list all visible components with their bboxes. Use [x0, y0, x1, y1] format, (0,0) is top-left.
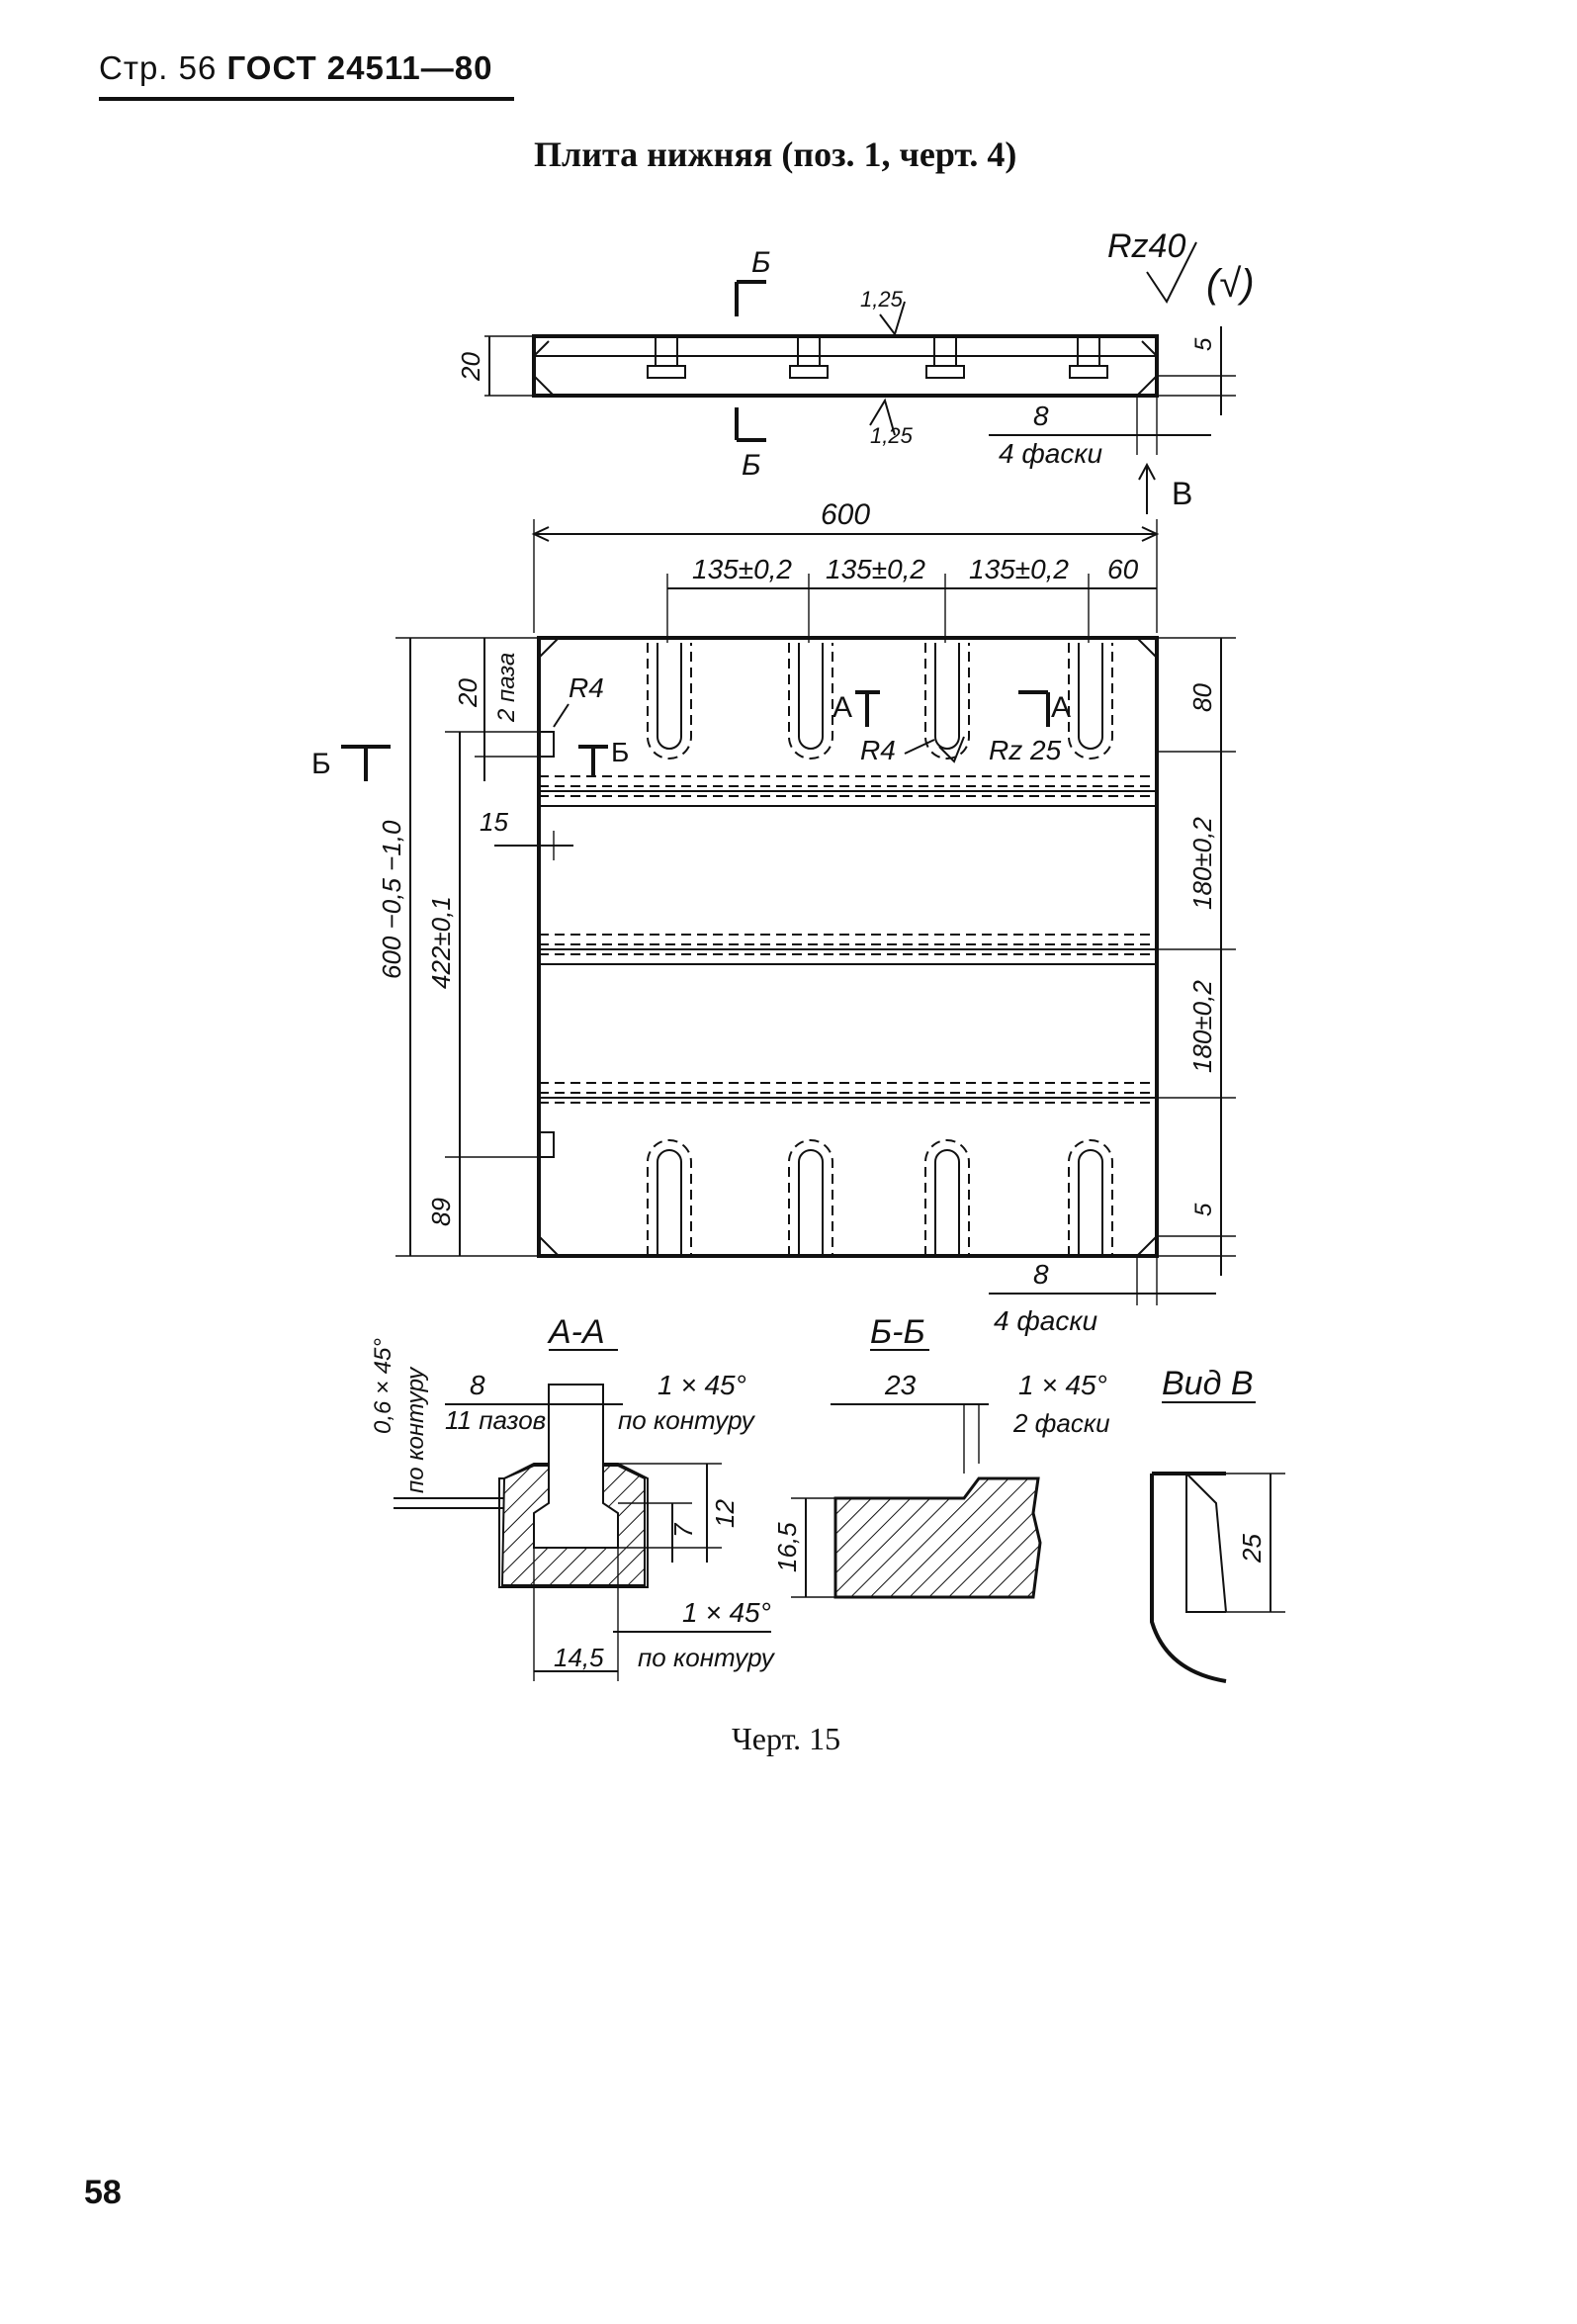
slot-pitch-1: 135±0,2 [692, 554, 792, 584]
section-aa-depth-outer: 12 [710, 1499, 740, 1528]
right-dim-bottom: 5 [1190, 1203, 1217, 1216]
slot-pitch-3: 135±0,2 [969, 554, 1069, 584]
view-b-height: 25 [1237, 1534, 1267, 1564]
view-mark-b: В [1172, 476, 1192, 511]
surface-roughness-top: 1,25 [860, 287, 904, 312]
section-aa-chamfer-left: 0,6 × 45° [370, 1338, 396, 1434]
section-aa: А-А 0,6 × 45° по контуру 8 11 пазов 1 × … [370, 1313, 776, 1681]
top-view: Б Б 1,25 1,25 20 5 8 4 фаски В [456, 246, 1236, 514]
roughness-main-text: Rz40 [1107, 227, 1185, 265]
top-chamfer-height-dim: 5 [1190, 337, 1217, 351]
page-label: Стр. 56 [99, 49, 218, 86]
section-bb-chamfer-note: 2 фаски [1012, 1408, 1110, 1438]
section-aa-slot-note: 11 пазов [445, 1405, 546, 1435]
top-view-outline [532, 334, 1159, 398]
standard-number: ГОСТ 24511—80 [226, 49, 493, 86]
section-bb: Б-Б 23 1 × 45° 2 фаски 16,5 [772, 1313, 1110, 1599]
section-bb-label: Б-Б [870, 1313, 925, 1351]
top-view-height-dim: 20 [456, 352, 485, 382]
section-aa-bottom-width: 14,5 [554, 1643, 604, 1672]
drawing-caption: Черт. 15 [732, 1721, 841, 1756]
header-rule [99, 97, 514, 101]
left-height-dim: 600 −0,5 −1,0 [377, 820, 406, 979]
left-inner-dim: 422±0,1 [426, 896, 456, 989]
right-dim-mid-2: 180±0,2 [1187, 980, 1217, 1073]
section-a-mark-right: А [1051, 691, 1071, 724]
drawing-title: Плита нижняя (поз. 1, черт. 4) [534, 134, 1017, 174]
section-aa-chamfer-bottom: 1 × 45° [682, 1597, 771, 1628]
radius-label-1: R4 [569, 672, 604, 703]
section-aa-chamfer-bottom-note: по контуру [638, 1643, 776, 1672]
section-aa-chamfer-left-note: по контуру [402, 1366, 429, 1493]
left-slot-note: 2 паза [493, 653, 520, 723]
section-aa-label: А-А [547, 1313, 605, 1351]
section-bb-width: 23 [884, 1370, 917, 1400]
radius-label-2: R4 [860, 735, 896, 765]
top-chamfer-width-dim: 8 [1033, 401, 1049, 431]
section-aa-chamfer-top-note: по контуру [618, 1405, 756, 1435]
top-section-mark-upper: Б [751, 246, 771, 279]
section-b-mark-inner: Б [611, 737, 629, 767]
roughness-check-icon [1146, 241, 1197, 304]
section-a-mark-left: А [832, 691, 852, 724]
plate-outline [537, 636, 1159, 1258]
page-number: 58 [84, 2174, 122, 2211]
left-bottom-dim: 89 [426, 1198, 456, 1226]
right-dim-top: 80 [1187, 683, 1217, 712]
bottom-chamfer-note: 4 фаски [994, 1305, 1098, 1336]
plan-view: 600 135±0,2 135±0,2 135±0,2 60 [311, 498, 1236, 1336]
section-aa-chamfer-top: 1 × 45° [657, 1370, 746, 1400]
section-aa-depth-inner: 7 [668, 1522, 698, 1538]
left-slot-width-dim: 20 [453, 678, 482, 708]
edge-offset-dim: 60 [1107, 554, 1139, 584]
roughness-bracket-text: (√) [1206, 262, 1255, 306]
section-b-mark-outer: Б [311, 748, 331, 780]
page-header: Стр. 56 ГОСТ 24511—80 [99, 49, 514, 101]
section-bb-height: 16,5 [772, 1522, 802, 1572]
overall-width-dim: 600 [821, 498, 870, 531]
view-b-label: Вид В [1162, 1365, 1254, 1402]
section-aa-slot-width: 8 [470, 1370, 485, 1400]
roughness-symbol: Rz40 (√) [1107, 227, 1255, 306]
left-offset-dim: 15 [480, 807, 508, 837]
header-text: Стр. 56 ГОСТ 24511—80 [99, 49, 514, 87]
section-bb-chamfer: 1 × 45° [1018, 1370, 1107, 1400]
right-dim-mid-1: 180±0,2 [1187, 817, 1217, 910]
slot-roughness-label: Rz 25 [989, 735, 1062, 765]
top-section-mark-lower: Б [742, 449, 761, 482]
top-chamfer-note: 4 фаски [999, 438, 1103, 469]
slot-pitch-2: 135±0,2 [826, 554, 925, 584]
bottom-chamfer-width-dim: 8 [1033, 1259, 1049, 1290]
view-b: Вид В 25 [1150, 1365, 1285, 1683]
